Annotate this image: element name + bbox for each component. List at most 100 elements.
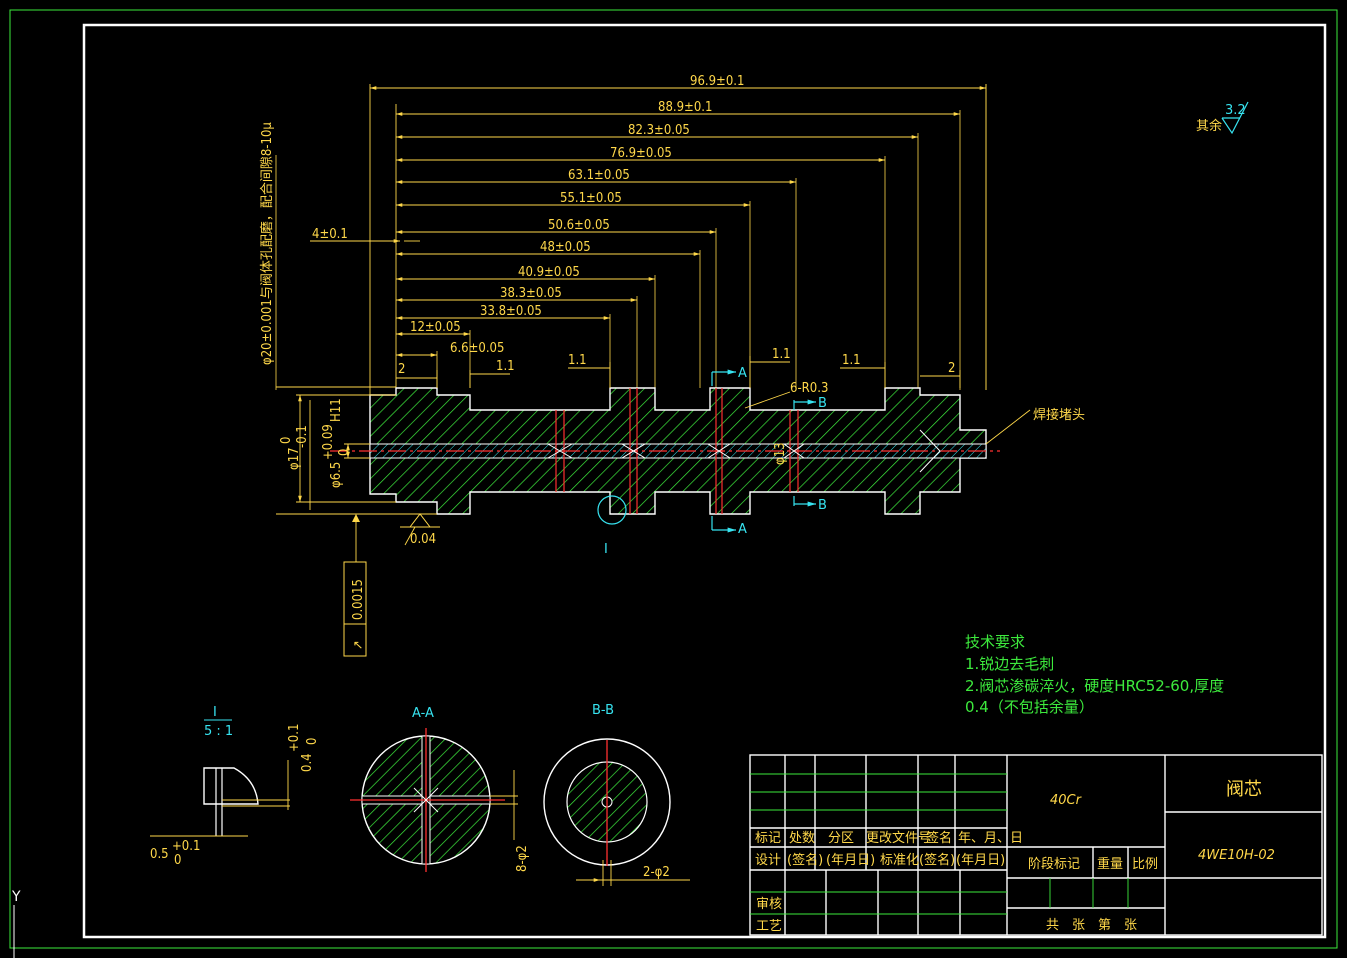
- svg-text:Y: Y: [11, 889, 21, 905]
- runout-frame: 0.0015 ↗: [343, 514, 367, 657]
- svg-text:-0.1: -0.1: [295, 425, 310, 448]
- outer-frame: [9, 9, 1338, 949]
- svg-text:+0.1: +0.1: [287, 724, 302, 752]
- svg-text:0.4（不包括余量）: 0.4（不包括余量）: [965, 698, 1094, 716]
- dim-label: 55.1±0.05: [560, 191, 622, 206]
- svg-text:重量: 重量: [1097, 856, 1123, 872]
- section-aa: A-A 8-φ2: [350, 706, 530, 872]
- svg-text:0.0015: 0.0015: [351, 579, 366, 620]
- dim-label: 96.9±0.1: [690, 74, 744, 89]
- dim-label: 48±0.05: [540, 240, 591, 255]
- svg-text:0: 0: [337, 449, 352, 456]
- svg-text:8-φ2: 8-φ2: [515, 845, 530, 872]
- svg-text:6-R0.3: 6-R0.3: [790, 381, 828, 396]
- svg-text:焊接堵头: 焊接堵头: [1033, 407, 1085, 423]
- svg-text:设计: 设计: [755, 853, 781, 868]
- svg-text:分区: 分区: [828, 831, 854, 846]
- technical-requirements: 技术要求 1.锐边去毛刺 2.阀芯渗碳淬火，硬度HRC52-60,厚度 0.4（…: [965, 633, 1224, 716]
- svg-text:0: 0: [279, 437, 294, 444]
- valve-spool-section: [330, 387, 1000, 515]
- svg-text:H11: H11: [329, 398, 344, 422]
- ucs-icon: Y: [11, 889, 21, 958]
- d17-label: φ17 -0.1 0: [279, 425, 310, 470]
- fillet-callout: 6-R0.3: [744, 381, 828, 409]
- svg-text:1.锐边去毛刺: 1.锐边去毛刺: [965, 655, 1054, 673]
- svg-text:+0.09: +0.09: [321, 424, 336, 460]
- svg-text:φ6.5: φ6.5: [329, 462, 344, 488]
- svg-text:处数: 处数: [789, 831, 815, 846]
- svg-text:1.1: 1.1: [568, 353, 587, 368]
- svg-text:0: 0: [305, 738, 320, 745]
- detail-marker: I: [597, 495, 627, 557]
- dim-label: 6.6±0.05: [450, 341, 504, 356]
- svg-text:更改文件号: 更改文件号: [866, 831, 931, 846]
- dim-label: 82.3±0.05: [628, 123, 690, 138]
- svg-text:1.1: 1.1: [772, 347, 791, 362]
- svg-text:0.04: 0.04: [410, 532, 436, 547]
- svg-text:I: I: [213, 705, 217, 720]
- svg-text:技术要求: 技术要求: [965, 633, 1025, 651]
- part-name: 阀芯: [1226, 779, 1262, 800]
- svg-text:2-φ2: 2-φ2: [643, 865, 670, 880]
- drawing-number: 4WE10H-02: [1198, 848, 1275, 863]
- svg-text:(年月日): (年月日): [956, 853, 1005, 868]
- svg-text:0.5: 0.5: [150, 847, 169, 862]
- svg-text:B: B: [818, 498, 827, 513]
- svg-text:φ13: φ13: [773, 442, 788, 465]
- dim-4: 4±0.1: [310, 227, 420, 243]
- dim-label: 38.3±0.05: [500, 286, 562, 301]
- svg-text:(签名): (签名): [787, 852, 823, 868]
- dim-label: 76.9±0.05: [610, 146, 672, 161]
- svg-text:A-A: A-A: [412, 706, 434, 721]
- roughness-symbol: 其余 3.2: [1196, 101, 1249, 135]
- dim-label: 33.8±0.05: [480, 304, 542, 319]
- svg-text:A: A: [738, 522, 747, 537]
- svg-text:I: I: [604, 542, 608, 557]
- svg-text:2.阀芯渗碳淬火，硬度HRC52-60,厚度: 2.阀芯渗碳淬火，硬度HRC52-60,厚度: [965, 677, 1224, 695]
- svg-text:工艺: 工艺: [756, 919, 782, 934]
- horizontal-dimensions: 96.9±0.1 88.9±0.1 82.3±0.05 76.9±0.05 63.1±0…: [370, 74, 987, 390]
- datum-roughness: 0.04: [400, 513, 440, 547]
- svg-text:+0.1: +0.1: [172, 839, 200, 854]
- svg-text:(年月日): (年月日): [826, 853, 875, 868]
- svg-text:审核: 审核: [756, 897, 782, 912]
- svg-text:标准化: 标准化: [880, 853, 919, 868]
- inner-frame: [82, 23, 1327, 939]
- svg-text:标记: 标记: [755, 831, 781, 846]
- svg-text:0.4: 0.4: [300, 753, 315, 772]
- material: 40Cr: [1050, 793, 1083, 808]
- svg-text:比例: 比例: [1132, 857, 1158, 872]
- dim-label: 12±0.05: [410, 320, 461, 335]
- svg-text:B: B: [818, 396, 827, 411]
- title-block-thin: [750, 773, 1129, 915]
- svg-text:阶段标记: 阶段标记: [1028, 857, 1080, 872]
- small-dims: [396, 356, 961, 388]
- svg-text:4±0.1: 4±0.1: [312, 227, 348, 242]
- svg-text:φ17: φ17: [287, 447, 302, 470]
- fit-note: φ20±0.001与阀体孔配磨，配合间隙8-10μ: [260, 122, 275, 365]
- svg-text:↗: ↗: [351, 640, 366, 650]
- title-block-labels: 标记 处数 分区 更改文件号 签名 年、月、日 设计 (签名) (年月日) 标准…: [755, 830, 1158, 934]
- section-markers: [711, 369, 816, 533]
- svg-text:A: A: [738, 366, 747, 381]
- svg-text:3.2: 3.2: [1225, 103, 1246, 118]
- svg-text:共 张 第 张: 共 张 第 张: [1046, 918, 1137, 933]
- svg-text:2: 2: [948, 361, 955, 376]
- svg-text:2: 2: [398, 362, 405, 377]
- dim-label: 63.1±0.05: [568, 168, 630, 183]
- svg-text:签名: 签名: [926, 830, 952, 846]
- svg-text:B-B: B-B: [592, 703, 614, 718]
- weld-callout: 焊接堵头: [985, 407, 1085, 445]
- dim-label: 88.9±0.1: [658, 100, 712, 115]
- svg-text:其余: 其余: [1196, 118, 1222, 134]
- svg-text:0: 0: [174, 853, 181, 868]
- d65-label: φ6.5 +0.09 0 H11: [321, 398, 352, 488]
- svg-text:1.1: 1.1: [496, 359, 515, 374]
- dim-label: 40.9±0.05: [518, 265, 580, 280]
- dim-label: 50.6±0.05: [548, 218, 610, 233]
- diameter-dims: [276, 386, 437, 515]
- detail-view-I: I 5 : 1 0.4 +0.1 0 0.5 +0.1 0: [150, 705, 320, 868]
- svg-text:年、月、日: 年、月、日: [958, 831, 1023, 846]
- svg-text:1.1: 1.1: [842, 353, 861, 368]
